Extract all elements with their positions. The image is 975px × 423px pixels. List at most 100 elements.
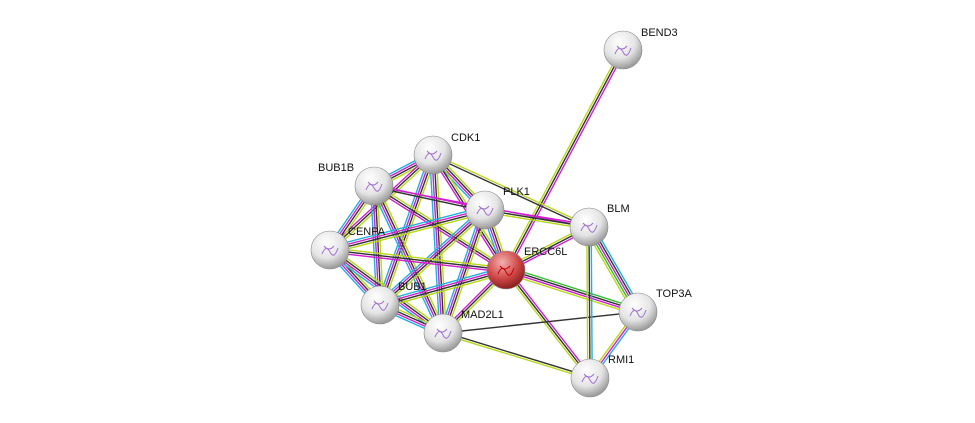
evidence-line [378, 266, 506, 303]
node-blm[interactable]: BLM [569, 203, 630, 247]
evidence-line [443, 210, 487, 334]
evidence-line [507, 268, 593, 378]
evidence-line [373, 185, 507, 271]
edge-ERCC6L-RMI1[interactable] [503, 268, 593, 380]
evidence-line [376, 153, 431, 305]
evidence-line [376, 184, 447, 332]
evidence-line [330, 247, 507, 269]
evidence-line [443, 331, 591, 378]
protein-structure-icon [580, 222, 598, 233]
node-label: CDK1 [451, 132, 480, 144]
evidence-line [378, 208, 485, 305]
edge-ERCC6L-BUB1[interactable] [378, 266, 508, 309]
evidence-line [439, 208, 483, 333]
evidence-line [586, 227, 589, 379]
evidence-line [435, 154, 447, 333]
evidence-line [442, 333, 590, 380]
evidence-line [329, 249, 507, 271]
protein-structure-icon [371, 300, 389, 311]
protein-structure-icon [629, 307, 647, 318]
node-bend3[interactable]: BEND3 [603, 27, 678, 70]
node-label: BEND3 [641, 27, 678, 39]
evidence-line [590, 226, 593, 378]
edge-BEND3-ERCC6L[interactable] [503, 48, 626, 272]
edge-CDK1-BLM[interactable] [432, 153, 590, 229]
evidence-line [445, 210, 489, 335]
protein-node-circle[interactable] [413, 135, 453, 175]
evidence-line [330, 212, 486, 254]
edge-MAD2L1-RMI1[interactable] [442, 331, 591, 380]
protein-node-circle[interactable] [603, 30, 643, 70]
evidence-line [329, 208, 485, 250]
node-bub1b[interactable]: BUB1B [318, 162, 394, 206]
evidence-line [433, 153, 590, 227]
protein-structure-icon [581, 373, 599, 384]
evidence-line [503, 270, 589, 380]
evidence-line [429, 155, 441, 334]
protein-structure-icon [321, 245, 339, 256]
node-cenpa[interactable]: CENPA [310, 226, 386, 270]
protein-structure-icon [434, 328, 452, 339]
protein-node-circle[interactable] [465, 190, 505, 230]
protein-node-circle[interactable] [360, 285, 400, 325]
protein-node-circle[interactable] [569, 207, 609, 247]
protein-node-circle[interactable] [570, 358, 610, 398]
evidence-line [379, 268, 506, 305]
evidence-line [372, 186, 380, 306]
node-label: BUB1 [398, 281, 427, 293]
protein-node-circle[interactable] [354, 166, 394, 206]
node-label: ERCC6L [524, 246, 567, 258]
node-cdk1[interactable]: CDK1 [413, 132, 480, 175]
evidence-line [329, 206, 485, 248]
protein-node-circle[interactable] [310, 230, 350, 270]
protein-node-circle[interactable] [486, 250, 526, 290]
edge-BLM-RMI1[interactable] [586, 226, 593, 379]
node-label: CENPA [348, 226, 386, 238]
edge-PLK1-CENPA[interactable] [329, 206, 486, 254]
node-ercc6l[interactable]: ERCC6L [486, 246, 567, 290]
edge-PLK1-MAD2L1[interactable] [439, 208, 489, 335]
evidence-line [506, 268, 639, 312]
node-rmi1[interactable]: RMI1 [570, 354, 634, 398]
evidence-line [372, 186, 443, 334]
node-label: MAD2L1 [461, 309, 504, 321]
protein-node-circle[interactable] [618, 292, 658, 332]
evidence-line [380, 155, 435, 306]
protein-structure-icon [497, 265, 515, 276]
evidence-line [506, 266, 640, 310]
evidence-line [442, 311, 639, 334]
protein-structure-icon [424, 150, 442, 161]
node-label: RMI1 [608, 354, 634, 366]
protein-structure-icon [476, 205, 494, 216]
evidence-line [507, 50, 626, 272]
edge-MAD2L1-TOP3A[interactable] [442, 311, 639, 334]
node-label: PLK1 [503, 186, 530, 198]
evidence-line [377, 207, 484, 304]
node-top3a[interactable]: TOP3A [618, 288, 693, 332]
evidence-line [433, 154, 445, 333]
evidence-line [431, 155, 443, 334]
evidence-line [505, 270, 638, 314]
node-label: BLM [607, 203, 630, 215]
evidence-line [588, 226, 591, 379]
node-mad2l1[interactable]: MAD2L1 [423, 309, 504, 353]
node-label: TOP3A [656, 288, 693, 300]
evidence-line [505, 49, 624, 271]
protein-node-circle[interactable] [423, 313, 463, 353]
evidence-line [503, 48, 622, 270]
edge-CENPA-ERCC6L[interactable] [329, 247, 507, 273]
edge-CDK1-MAD2L1[interactable] [429, 154, 447, 334]
evidence-line [372, 187, 506, 273]
evidence-line [380, 272, 508, 309]
evidence-line [504, 272, 638, 316]
evidence-line [380, 210, 487, 307]
evidence-line [374, 183, 508, 269]
edge-BUB1B-ERCC6L[interactable] [372, 183, 508, 273]
evidence-line [330, 210, 486, 252]
edge-ERCC6L-TOP3A[interactable] [504, 266, 640, 316]
node-label: BUB1B [318, 162, 354, 174]
node-plk1[interactable]: PLK1 [465, 186, 530, 230]
node-bub1[interactable]: BUB1 [360, 281, 427, 325]
